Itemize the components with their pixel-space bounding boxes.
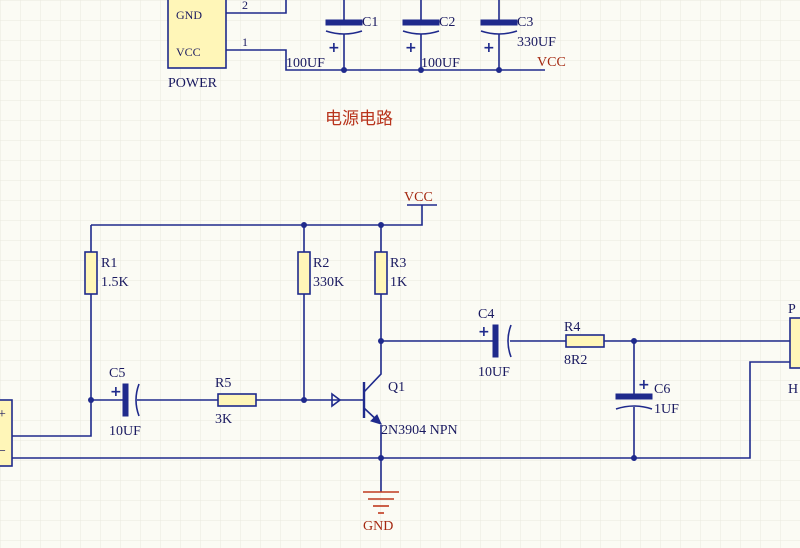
c5-ref: C5 bbox=[109, 366, 125, 381]
svg-text:+: + bbox=[110, 384, 122, 400]
capacitor-c1[interactable]: + C1 100UF bbox=[286, 0, 378, 71]
resistor-r5[interactable]: R5 3K bbox=[215, 376, 257, 427]
svg-text:−: − bbox=[0, 444, 6, 459]
c2-ref: C2 bbox=[439, 15, 455, 30]
capacitor-c4[interactable]: + C4 10UF bbox=[478, 307, 512, 380]
power-connector-body bbox=[167, 0, 227, 69]
r3-value: 1K bbox=[390, 275, 407, 290]
vcc-net-label-power: VCC bbox=[537, 55, 566, 70]
c4-value: 10UF bbox=[478, 365, 510, 380]
svg-text:+: + bbox=[638, 377, 650, 393]
r1-ref: R1 bbox=[101, 256, 117, 271]
capacitor-c2[interactable]: + C2 100UF bbox=[402, 0, 460, 71]
resistor-r3[interactable]: R3 1K bbox=[374, 251, 407, 295]
r2-ref: R2 bbox=[313, 256, 329, 271]
svg-text:+: + bbox=[328, 40, 340, 56]
c1-ref: C1 bbox=[362, 15, 378, 30]
capacitor-c6[interactable]: + C6 1UF bbox=[615, 377, 679, 417]
resistor-r4[interactable]: R4 8R2 bbox=[564, 320, 605, 368]
capacitor-c3[interactable]: + C3 330UF bbox=[480, 0, 556, 70]
r1-value: 1.5K bbox=[101, 275, 129, 290]
svg-text:+: + bbox=[483, 40, 495, 56]
svg-text:+: + bbox=[478, 324, 490, 340]
output-connector-top-label: P bbox=[788, 302, 796, 317]
c5-value: 10UF bbox=[109, 424, 141, 439]
vcc-net-label-amp: VCC bbox=[404, 190, 433, 205]
power-pin-1-number: 1 bbox=[242, 35, 248, 49]
r4-ref: R4 bbox=[564, 320, 580, 335]
r5-ref: R5 bbox=[215, 376, 231, 391]
resistor-r1[interactable]: R1 1.5K bbox=[84, 251, 129, 295]
q1-ref: Q1 bbox=[388, 380, 405, 395]
gnd-net-label: GND bbox=[363, 519, 393, 534]
svg-text:+: + bbox=[0, 407, 6, 422]
capacitor-c5[interactable]: + C5 10UF bbox=[109, 366, 141, 439]
input-connector-body bbox=[0, 399, 13, 467]
r5-value: 3K bbox=[215, 412, 232, 427]
c2-value: 100UF bbox=[421, 56, 460, 71]
r2-value: 330K bbox=[313, 275, 344, 290]
input-connector[interactable]: + − bbox=[0, 399, 13, 467]
transistor-q1[interactable]: Q1 2N3904 NPN bbox=[331, 370, 458, 438]
output-connector[interactable]: P H bbox=[788, 302, 800, 397]
section-title: 电源电路 bbox=[325, 109, 393, 129]
svg-text:+: + bbox=[405, 40, 417, 56]
output-connector-body bbox=[789, 317, 800, 369]
power-pin-gnd-label: GND bbox=[176, 8, 202, 22]
power-pin-vcc-label: VCC bbox=[176, 45, 201, 59]
ground-symbol: GND bbox=[363, 491, 399, 534]
amplifier-wires bbox=[0, 204, 790, 492]
power-wires bbox=[226, 0, 545, 71]
c4-ref: C4 bbox=[478, 307, 494, 322]
c6-value: 1UF bbox=[654, 402, 679, 417]
power-connector-ref: POWER bbox=[168, 76, 218, 91]
r3-ref: R3 bbox=[390, 256, 406, 271]
power-connector[interactable]: GND VCC POWER 2 1 bbox=[167, 0, 248, 91]
resistor-r2[interactable]: R2 330K bbox=[297, 251, 344, 295]
r4-value: 8R2 bbox=[564, 353, 587, 368]
q1-value: 2N3904 NPN bbox=[381, 423, 458, 438]
c3-value: 330UF bbox=[517, 35, 556, 50]
c6-ref: C6 bbox=[654, 382, 670, 397]
power-pin-2-number: 2 bbox=[242, 0, 248, 12]
output-connector-bottom-label: H bbox=[788, 382, 798, 397]
c3-ref: C3 bbox=[517, 15, 533, 30]
c1-value: 100UF bbox=[286, 56, 325, 71]
